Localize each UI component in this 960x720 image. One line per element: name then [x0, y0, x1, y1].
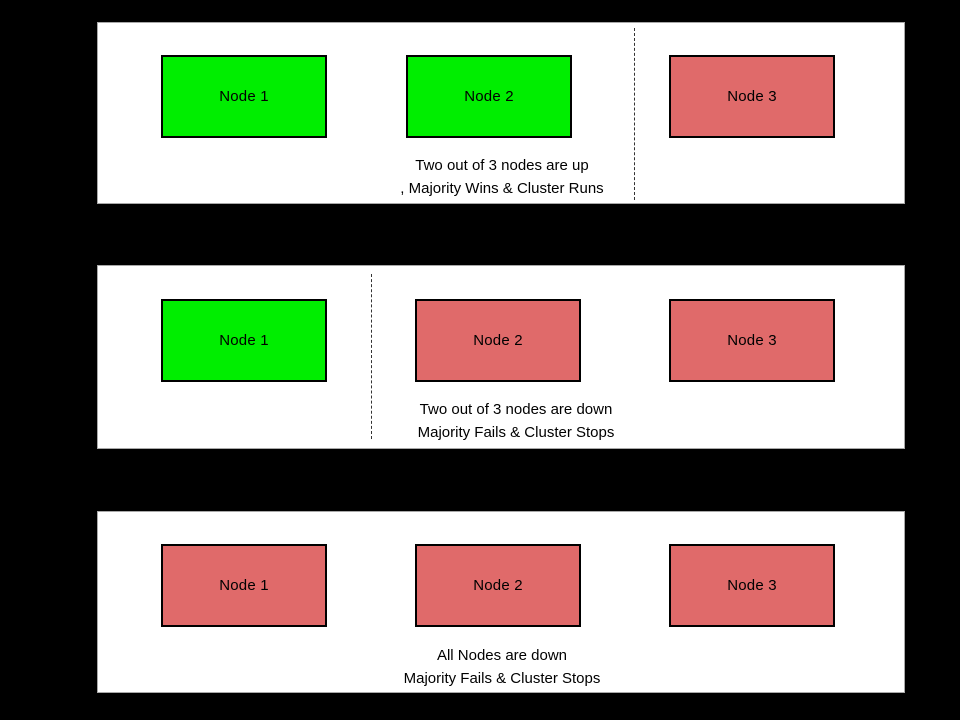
node-label: Node 1: [219, 332, 269, 349]
node-label: Node 3: [727, 577, 777, 594]
node-label: Node 1: [219, 577, 269, 594]
panel-2-node-3[interactable]: Node 3: [669, 299, 835, 382]
node-label: Node 3: [727, 88, 777, 105]
node-label: Node 2: [464, 88, 514, 105]
panel-2-quorum-divider: [371, 274, 372, 439]
node-label: Node 1: [219, 88, 269, 105]
panel-1-node-2[interactable]: Node 2: [406, 55, 572, 138]
panel-2-caption-line-2: Majority Fails & Cluster Stops: [417, 424, 615, 441]
node-label: Node 2: [473, 332, 523, 349]
panel-1-node-1[interactable]: Node 1: [161, 55, 327, 138]
node-label: Node 3: [727, 332, 777, 349]
scenario-panel-1: Node 1 Node 2 Node 3 Two out of 3 nodes …: [97, 22, 905, 204]
panel-1-node-3[interactable]: Node 3: [669, 55, 835, 138]
scenario-panel-3: Node 1 Node 2 Node 3 All Nodes are down …: [97, 511, 905, 693]
panel-1-caption-line-1: Two out of 3 nodes are up: [415, 157, 589, 174]
panel-1-caption: Two out of 3 nodes are up , Majority Win…: [98, 154, 906, 200]
panel-3-caption-line-2: Majority Fails & Cluster Stops: [403, 670, 601, 687]
panel-1-quorum-divider: [634, 28, 635, 200]
node-label: Node 2: [473, 577, 523, 594]
panel-1-caption-line-2: , Majority Wins & Cluster Runs: [400, 180, 604, 197]
panel-3-node-2[interactable]: Node 2: [415, 544, 581, 627]
panel-2-node-1[interactable]: Node 1: [161, 299, 327, 382]
panel-3-node-3[interactable]: Node 3: [669, 544, 835, 627]
panel-2-caption-line-1: Two out of 3 nodes are down: [419, 401, 613, 418]
panel-2-node-2[interactable]: Node 2: [415, 299, 581, 382]
panel-3-caption: All Nodes are down Majority Fails & Clus…: [98, 644, 906, 690]
panel-3-caption-line-1: All Nodes are down: [436, 647, 568, 664]
panel-3-node-1[interactable]: Node 1: [161, 544, 327, 627]
scenario-panel-2: Node 1 Node 2 Node 3 Two out of 3 nodes …: [97, 265, 905, 449]
panel-2-caption: Two out of 3 nodes are down Majority Fai…: [112, 398, 920, 444]
